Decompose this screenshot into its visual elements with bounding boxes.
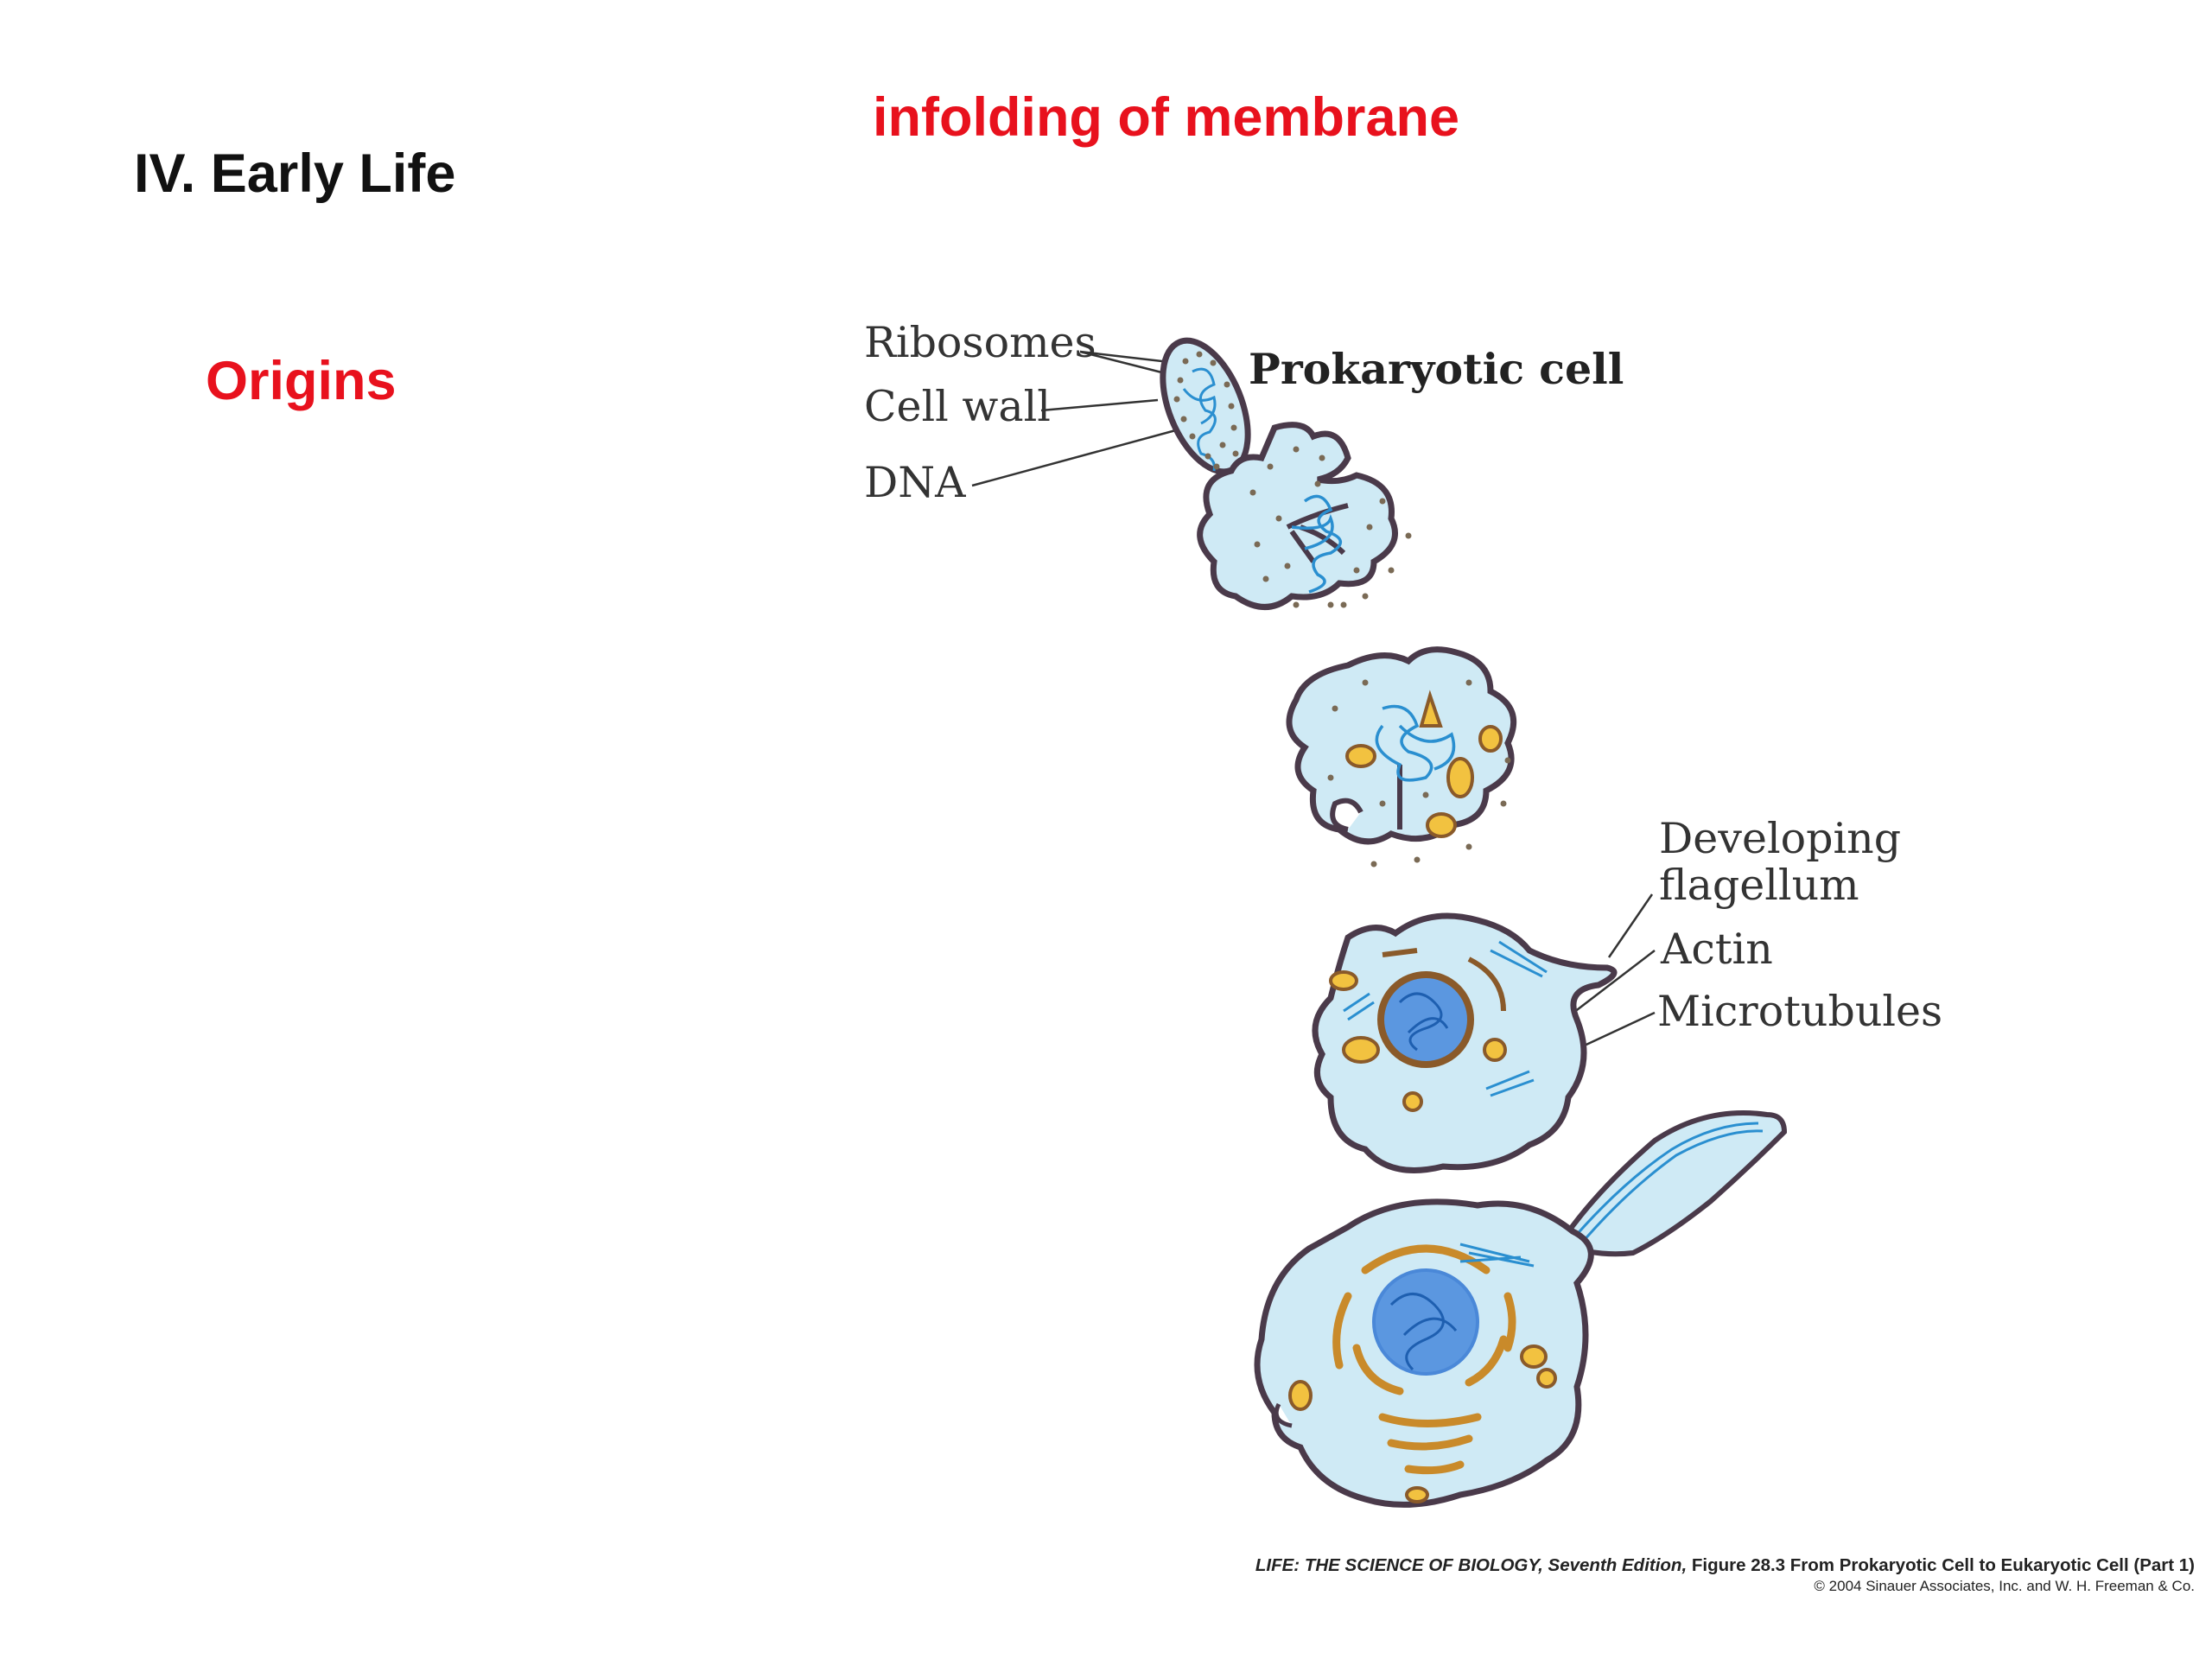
label-cell-wall: Cell wall	[864, 382, 1051, 431]
label-ribosomes: Ribosomes	[864, 318, 1096, 367]
infolding-cell	[1197, 422, 1412, 610]
label-flagellum: flagellum	[1659, 861, 1859, 910]
ribosomes-leader-1	[1079, 350, 1178, 365]
eukaryotic-nucleus	[1372, 1268, 1479, 1376]
dna-strand	[1192, 367, 1217, 472]
organelle-forming-cell	[1286, 646, 1517, 868]
caption-copyright: © 2004 Sinauer Associates, Inc. and W. H…	[1814, 1578, 2195, 1594]
label-dna: DNA	[864, 458, 966, 507]
caption-edition: Seventh Edition,	[1542, 1555, 1688, 1575]
label-prokaryotic-cell: Prokaryotic cell	[1249, 344, 1624, 394]
flagellum	[1555, 1110, 1788, 1257]
cell-wall-leader	[1040, 398, 1159, 412]
label-developing: Developing	[1659, 814, 1902, 863]
ribosome-dots	[1173, 351, 1239, 470]
caption-book: LIFE: THE SCIENCE OF BIOLOGY,	[1255, 1555, 1543, 1575]
slide-title: IV. Early Life	[134, 143, 456, 204]
actin-filaments	[1343, 940, 1548, 1097]
figure-caption: LIFE: THE SCIENCE OF BIOLOGY, Seventh Ed…	[1255, 1555, 2195, 1595]
dna-leader	[971, 427, 1183, 487]
slide-subheading: Origins	[206, 351, 397, 411]
nucleus-forming-cell	[1312, 912, 1618, 1173]
slide-heading: infolding of membrane	[873, 87, 1460, 148]
prokaryotic-cell	[1160, 337, 1251, 475]
flagellum-leader	[1607, 893, 1654, 958]
caption-figure: Figure 28.3 From Prokaryotic Cell to Euk…	[1687, 1555, 2195, 1575]
eukaryotic-cell	[1254, 1110, 1788, 1508]
label-actin: Actin	[1661, 925, 1773, 974]
organelles	[1345, 690, 1503, 838]
label-microtubules: Microtubules	[1657, 987, 1943, 1036]
